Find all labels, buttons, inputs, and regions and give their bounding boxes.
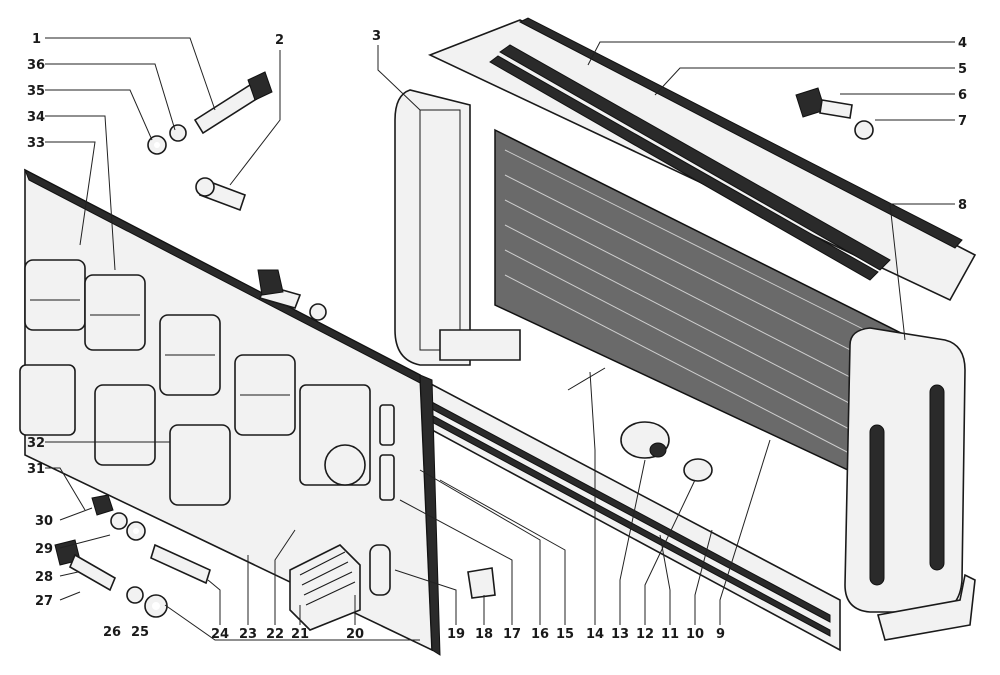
callout-23: 23 <box>239 627 257 642</box>
callout-20: 20 <box>346 627 364 642</box>
callout-2: 2 <box>275 33 284 48</box>
relay-panel <box>19 168 441 656</box>
callout-8: 8 <box>958 198 967 213</box>
callout-25: 25 <box>131 625 149 640</box>
callout-36: 36 <box>27 58 45 73</box>
callout-6: 6 <box>958 88 967 103</box>
callout-7: 7 <box>958 114 967 129</box>
callout-10: 10 <box>686 627 704 642</box>
heatsink <box>289 544 361 631</box>
callout-21: 21 <box>291 627 309 642</box>
callout-9: 9 <box>716 627 725 642</box>
callout-4: 4 <box>958 36 967 51</box>
callout-33: 33 <box>27 136 45 151</box>
callout-15: 15 <box>556 627 574 642</box>
callout-14: 14 <box>586 627 604 642</box>
callout-18: 18 <box>475 627 493 642</box>
callout-32: 32 <box>27 436 45 451</box>
callout-24: 24 <box>211 627 229 642</box>
relay-row-upper <box>24 259 296 436</box>
callout-19: 19 <box>447 627 465 642</box>
callout-34: 34 <box>27 110 45 125</box>
callout-16: 16 <box>531 627 549 642</box>
callout-13: 13 <box>611 627 629 642</box>
callout-5: 5 <box>958 62 967 77</box>
callout-28: 28 <box>35 570 53 585</box>
callout-12: 12 <box>636 627 654 642</box>
callout-27: 27 <box>35 594 53 609</box>
relay-row-lower <box>19 364 231 506</box>
loose-hardware <box>54 71 874 618</box>
callout-29: 29 <box>35 542 53 557</box>
callout-35: 35 <box>27 84 45 99</box>
callout-17: 17 <box>503 627 521 642</box>
callout-3: 3 <box>372 29 381 44</box>
leader-lines <box>45 37 955 641</box>
cover-housing <box>394 17 977 652</box>
callout-22: 22 <box>266 627 284 642</box>
callout-11: 11 <box>661 627 679 642</box>
callout-1: 1 <box>32 32 41 47</box>
callout-numbers: 1 36 35 34 33 2 3 4 5 6 7 8 32 31 30 29 … <box>27 29 967 642</box>
callout-31: 31 <box>27 462 45 477</box>
callout-26: 26 <box>103 625 121 640</box>
callout-30: 30 <box>35 514 53 529</box>
